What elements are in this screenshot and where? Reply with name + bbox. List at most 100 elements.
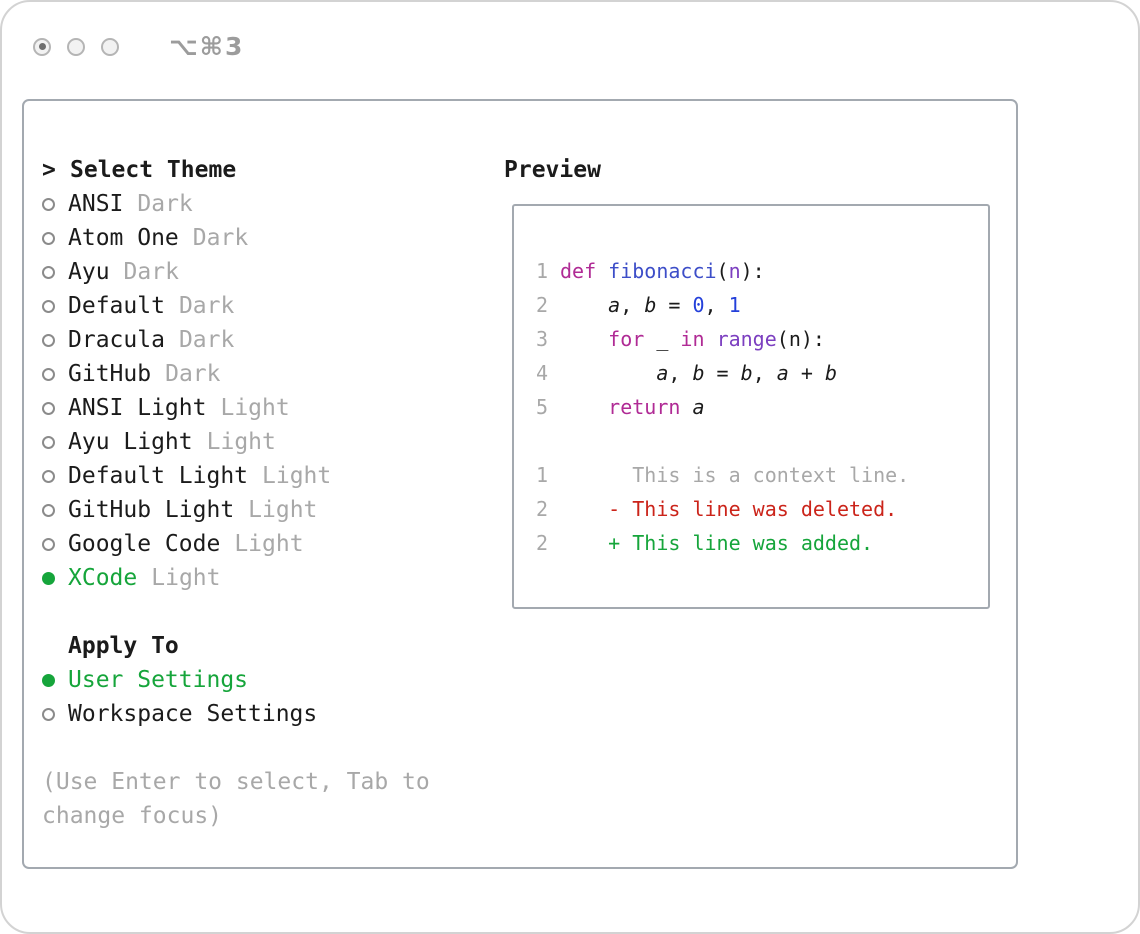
preview-title: Preview <box>504 157 601 183</box>
theme-name: ANSI Light <box>68 395 207 421</box>
theme-name: Dracula <box>68 327 165 353</box>
code-token: This is a context line. <box>560 463 910 487</box>
code-text: def fibonacci(n): <box>560 259 765 283</box>
apply-option-label: Workspace Settings <box>68 701 318 727</box>
theme-variant-label: Dark <box>137 191 193 217</box>
code-line: 2 a, b = 0, 1 <box>535 288 988 322</box>
code-token <box>560 531 608 555</box>
theme-variant-label: Light <box>248 497 318 523</box>
radio-icon <box>42 401 55 415</box>
line-number: 5 <box>535 395 548 419</box>
apply-option-label: User Settings <box>68 667 249 693</box>
theme-option-github-light[interactable]: GitHub Light Light <box>42 493 482 527</box>
line-number: 2 <box>535 497 548 521</box>
code-token: a <box>608 293 621 317</box>
code-token: def <box>560 259 597 283</box>
theme-name: XCode <box>68 565 138 591</box>
theme-variant-label: Dark <box>178 293 235 319</box>
code-token: - This line was deleted. <box>608 497 898 521</box>
code-token: b <box>644 293 657 317</box>
code-token <box>680 395 692 419</box>
radio-icon <box>42 265 55 279</box>
line-number: 3 <box>535 327 548 351</box>
radio-icon <box>42 231 55 245</box>
theme-option-google-code[interactable]: Google Code Light <box>42 527 482 561</box>
cursor-indicator: > <box>42 157 56 183</box>
code-token: range <box>716 327 777 351</box>
code-token: b <box>692 361 705 385</box>
radio-icon <box>42 367 55 381</box>
code-token: , <box>704 293 729 317</box>
code-text: a, b = 0, 1 <box>560 293 741 317</box>
theme-variant-label: Light <box>234 531 304 557</box>
code-token: (n): <box>776 327 825 351</box>
code-token: b <box>824 361 837 385</box>
select-theme-header: > Select Theme <box>42 153 482 187</box>
theme-name: Google Code <box>68 531 221 557</box>
code-token: fibonacci <box>608 259 717 283</box>
traffic-light-dot-icon <box>38 43 46 50</box>
code-token: for <box>608 327 645 351</box>
code-token: in <box>680 327 705 351</box>
theme-option-ayu[interactable]: Ayu Dark <box>42 255 482 289</box>
code-line: 3 for _ in range(n): <box>535 322 988 356</box>
code-token <box>560 395 608 419</box>
code-token: , <box>668 361 693 385</box>
code-token <box>560 327 608 351</box>
theme-name: Default Light <box>68 463 249 489</box>
radio-icon <box>42 299 55 313</box>
theme-variant-label: Light <box>220 395 290 421</box>
traffic-light-minimize[interactable] <box>67 37 85 56</box>
code-token: ): <box>740 259 765 283</box>
code-line: 4 a, b = b, a + b <box>535 356 988 390</box>
code-token: + <box>788 361 825 385</box>
theme-option-ansi-light[interactable]: ANSI Light Light <box>42 391 482 425</box>
theme-option-default-light[interactable]: Default Light Light <box>42 459 482 493</box>
line-number: 1 <box>535 463 548 487</box>
radio-selected-icon <box>42 571 55 585</box>
theme-name: GitHub Light <box>68 497 235 523</box>
code-token <box>560 361 656 385</box>
theme-name: Atom One <box>68 225 179 251</box>
code-token: , <box>620 293 645 317</box>
code-line: 1 This is a context line. <box>535 458 988 492</box>
code-token: 0 <box>692 293 705 317</box>
code-text: return a <box>560 395 704 419</box>
code-text: a, b = b, a + b <box>560 361 837 385</box>
theme-name: Ayu <box>68 259 110 285</box>
hint-text: (Use Enter to select, Tab to change focu… <box>42 769 430 829</box>
select-theme-title: Select Theme <box>70 157 237 183</box>
code-token: = <box>656 293 693 317</box>
code-line: 5 return a <box>535 390 988 424</box>
theme-name: Default <box>68 293 165 319</box>
theme-variant-label: Dark <box>123 259 179 285</box>
code-token <box>596 259 608 283</box>
code-text: + This line was added. <box>560 531 873 555</box>
traffic-light-zoom[interactable] <box>101 37 119 56</box>
theme-variant-label: Dark <box>178 327 235 353</box>
theme-option-default[interactable]: Default Dark <box>42 289 482 323</box>
traffic-light-close[interactable] <box>33 37 51 56</box>
code-line <box>535 424 988 458</box>
code-line: 2 - This line was deleted. <box>535 492 988 526</box>
apply-option-user-settings[interactable]: User Settings <box>42 663 482 697</box>
code-line: 2 + This line was added. <box>535 526 988 560</box>
theme-variant-label: Light <box>262 463 332 489</box>
apply-option-workspace-settings[interactable]: Workspace Settings <box>42 697 482 731</box>
code-token: ( <box>716 259 729 283</box>
code-token: + This line was added. <box>608 531 874 555</box>
code-text: This is a context line. <box>560 463 909 487</box>
code-token: = <box>704 361 741 385</box>
theme-option-dracula[interactable]: Dracula Dark <box>42 323 482 357</box>
